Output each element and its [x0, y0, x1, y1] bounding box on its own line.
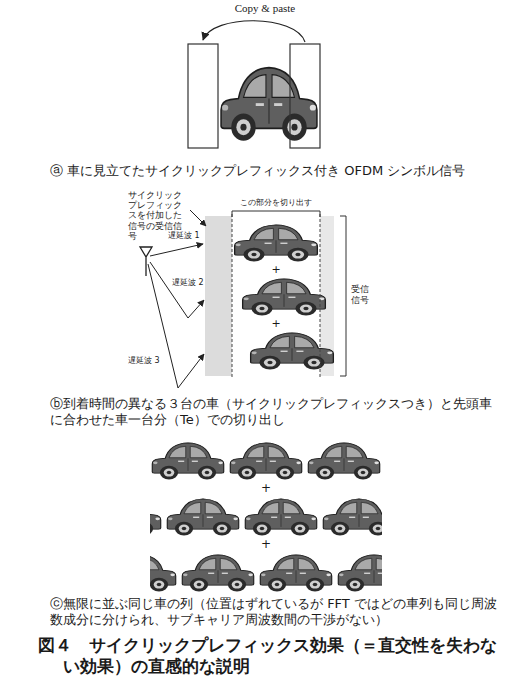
car: [260, 555, 331, 592]
car: [235, 225, 318, 262]
car: [338, 555, 382, 592]
car: [245, 499, 316, 536]
car: [152, 443, 223, 480]
wave-path: [148, 264, 204, 388]
tail-frame: [290, 44, 320, 148]
cut-bracket: [232, 211, 320, 217]
sub-caption: ⓐ 車に見立てたサイクリックプレフィックス付き OFDM シンボル信号: [50, 163, 520, 179]
car-copy: [205, 225, 229, 262]
plus-sign: +: [266, 318, 286, 329]
car: [251, 333, 334, 370]
copy-label: Copy & paste: [215, 2, 315, 14]
car-copy: [188, 68, 215, 141]
sub-caption: ⓑ到着時間の異なる３台の車（サイクリックプレフィックスつき）と先頭車に合わせた車…: [50, 396, 495, 429]
cut-label: この部分を切り出す: [228, 198, 324, 208]
car: [150, 555, 176, 592]
signal-label: 受信信号: [351, 284, 371, 307]
figure-caption: 図４ サイクリックプレフィックス効果（＝直交性を失わない効果）の直感的な説明: [38, 636, 510, 677]
plus-sign: +: [256, 482, 276, 494]
car: [323, 499, 382, 536]
car: [182, 555, 253, 592]
signal-bracket: [340, 216, 346, 376]
car: [243, 279, 326, 316]
car: [167, 499, 238, 536]
wave-label: 遅延波 3: [128, 356, 160, 366]
prefix-band: [205, 216, 232, 376]
car: [150, 499, 161, 536]
copy-arrow: [203, 21, 305, 42]
cut-line: [232, 214, 233, 378]
car: [308, 443, 379, 480]
sub-caption: ⓒ無限に並ぶ同じ車の列（位置はずれているが FFT ではどの車列も同じ周波数成分…: [50, 596, 500, 629]
car-copy: [221, 333, 245, 370]
wave-label: 遅延波 2: [172, 278, 204, 288]
car: [221, 68, 317, 141]
leader-line: [190, 210, 206, 226]
car: [230, 443, 301, 480]
wave-path: [150, 262, 204, 318]
plus-sign: +: [266, 264, 286, 275]
wave-label: 遅延波 1: [168, 231, 200, 241]
car-copy: [213, 279, 237, 316]
car-rows: [150, 443, 382, 592]
wave-path: [150, 244, 203, 256]
plus-sign: +: [256, 538, 276, 550]
cut-line: [320, 214, 321, 378]
prefix-frame: [188, 44, 218, 148]
